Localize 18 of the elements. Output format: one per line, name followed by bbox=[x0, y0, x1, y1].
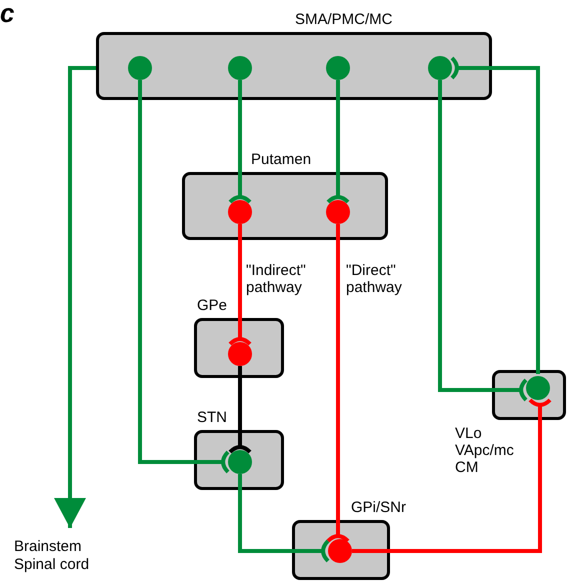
connector bbox=[228, 80, 252, 204]
nucleus-label: GPe bbox=[197, 297, 228, 314]
connector bbox=[138, 80, 230, 474]
connector bbox=[238, 474, 330, 563]
nucleus-label: GPi/SNr bbox=[351, 499, 406, 516]
nucleus-label: VLo VApc/mc CM bbox=[455, 425, 515, 476]
connector bbox=[438, 80, 528, 402]
nucleus-label: SMA/PMC/MC bbox=[295, 11, 392, 28]
nucleus-label: Putamen bbox=[251, 151, 312, 168]
panel-letter: c bbox=[0, 0, 14, 26]
connector bbox=[228, 224, 252, 346]
connector bbox=[326, 80, 350, 204]
connector bbox=[228, 366, 252, 454]
connector bbox=[54, 66, 96, 528]
output-label: Brainstem Spinal cord bbox=[14, 538, 114, 574]
connector bbox=[352, 398, 552, 553]
connector bbox=[450, 56, 540, 374]
nucleus-label: STN bbox=[197, 409, 227, 426]
